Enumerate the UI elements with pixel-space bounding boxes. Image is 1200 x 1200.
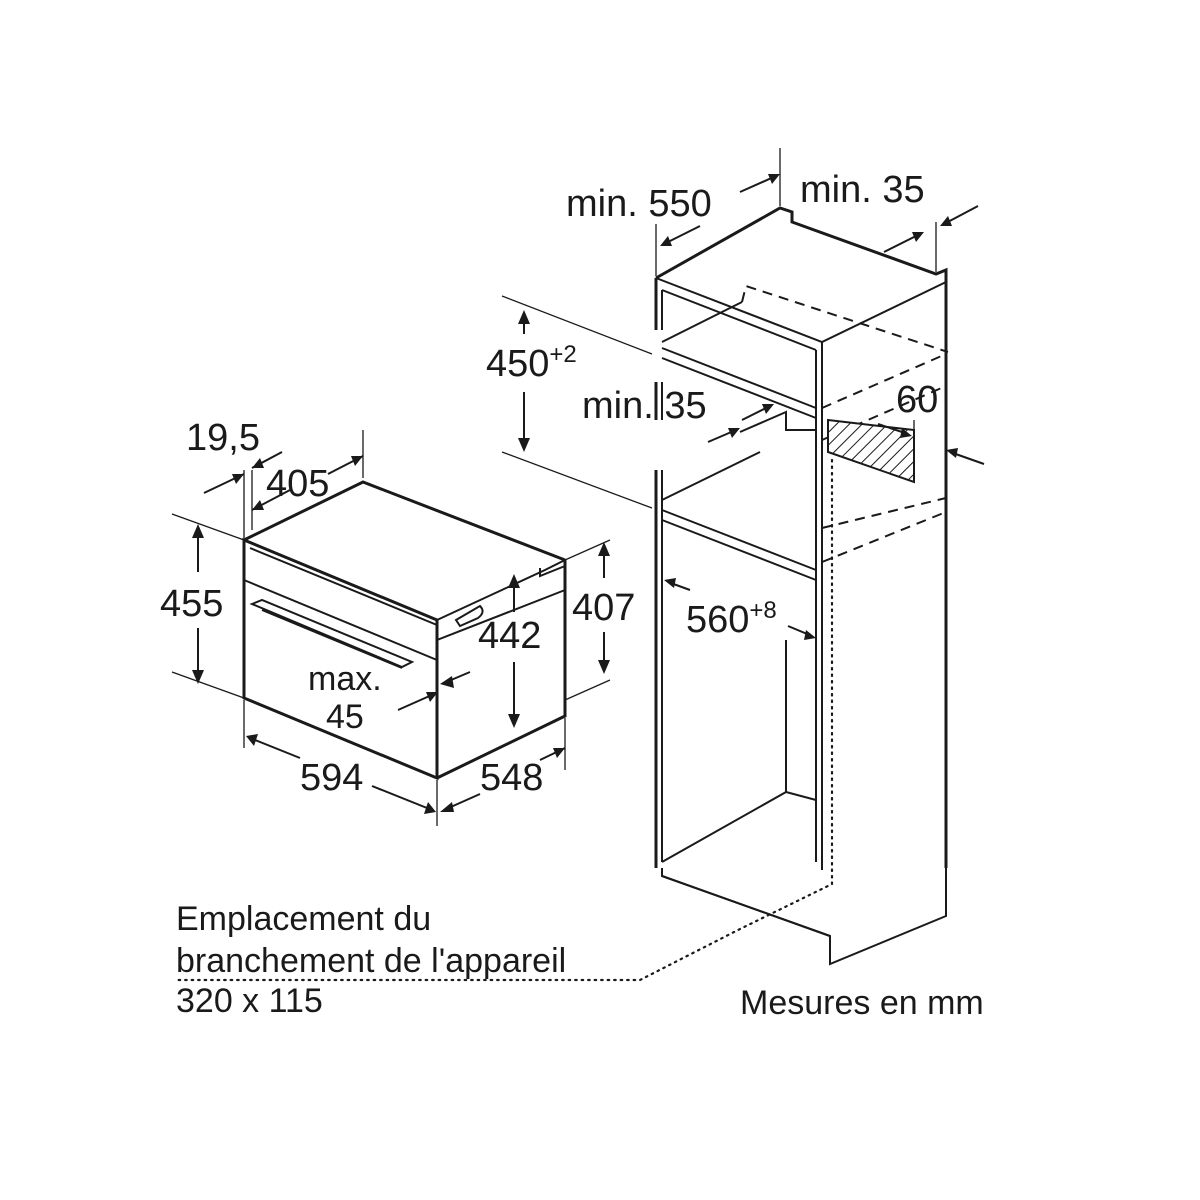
vent-opening [827,418,915,484]
units-note: Mesures en mm [740,984,984,1022]
oven-drawing [242,480,567,781]
dim-cabinet-depth: min. 550 [566,183,712,225]
connection-note-line3: 320 x 115 [176,982,323,1020]
oven-dimension-lines [171,430,611,826]
dim-niche-height: 450+2 [486,341,577,385]
dim-gap-label: max. [308,660,382,698]
dim-vent: 60 [896,379,938,421]
cabinet-drawing [174,206,949,982]
connection-note-line1: Emplacement du [176,900,431,938]
dim-height-rear: 407 [572,587,635,629]
dim-rear-gap: min. 35 [800,169,925,211]
dim-shelf-gap: min. 35 [582,385,707,427]
dim-gap-value: 45 [326,698,364,736]
dim-height-total: 455 [160,583,223,625]
dim-niche-width: 560+8 [686,597,777,641]
dim-width: 594 [300,757,363,799]
dim-depth: 548 [480,757,543,799]
oven-handle [249,598,415,669]
cabinet-dimension-lines [501,148,985,640]
dim-depth-front: 19,5 [186,417,260,459]
dim-height-body: 442 [478,615,541,657]
dim-depth-body: 405 [266,463,329,505]
connection-note-line2: branchement de l'appareil [176,942,566,980]
